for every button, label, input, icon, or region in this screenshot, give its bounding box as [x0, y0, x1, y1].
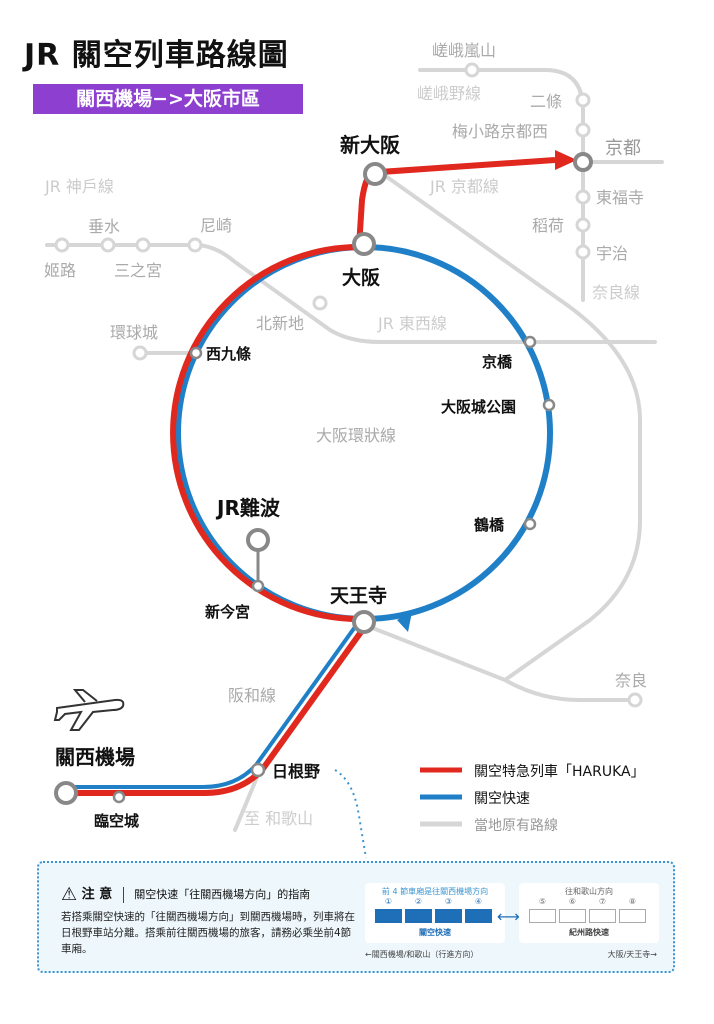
rear-cars-label: 往和歌山方向: [565, 887, 613, 896]
label-hanwa-line: 阪和線: [228, 686, 276, 705]
kyobashi-station: [523, 335, 537, 349]
split-arrow-icon: ⟷: [497, 907, 520, 926]
label-hineno: 日根野: [272, 762, 320, 781]
notice-callout-line: [334, 769, 367, 859]
label-jr-namba: JR難波: [215, 496, 281, 520]
car-number: ④: [474, 897, 483, 906]
train-car: [619, 909, 646, 923]
label-tennoji: 天王寺: [330, 585, 387, 607]
label-jr-kyoto-line: JR 京都線: [429, 177, 499, 196]
haruka-loop-line: [170, 244, 360, 622]
front-cars-label: 前 4 節車廂是往關西機場方向: [381, 887, 489, 896]
train-car: [405, 909, 432, 923]
label-shin-osaka: 新大阪: [340, 133, 401, 157]
label-osaka: 大阪: [342, 266, 381, 289]
osakajo-station: [542, 398, 556, 412]
label-rinku: 臨空城: [94, 812, 139, 830]
kanku-arrowhead: [397, 612, 412, 632]
notice-label: 注 意: [81, 887, 113, 902]
label-wakayama: 至 和歌山: [244, 809, 313, 828]
hineno-station: [250, 762, 266, 778]
direction-right: 大阪/天王寺→: [607, 950, 657, 959]
label-saga-line: 嵯峨野線: [417, 84, 481, 103]
label-osakajo: 大阪城公園: [441, 398, 516, 416]
existing-lines: [45, 68, 664, 832]
page-title: JR 關空列車路線圖: [24, 38, 289, 73]
train-car: [435, 909, 462, 923]
shin-osaka-station: [363, 162, 387, 186]
label-tsuruhashi: 鶴橋: [474, 516, 505, 534]
legend-existing-label: 當地原有路線: [474, 818, 558, 834]
car-number: ⑦: [598, 897, 607, 906]
train-car: [529, 909, 556, 923]
warning-icon: ⚠: [61, 884, 78, 905]
rear-car-numbers: ⑤ ⑥ ⑦ ⑧: [529, 897, 646, 906]
legend-kanku-label: 關空快速: [474, 791, 530, 807]
front-car-numbers: ① ② ③ ④: [375, 897, 492, 906]
label-sannomiya: 三之宮: [114, 261, 162, 280]
haruka-kyoto-segment: [379, 157, 556, 175]
airplane-icon: [53, 689, 125, 731]
label-tofukuji: 東福寺: [596, 188, 644, 207]
notice-heading: 關空快速「往關西機場方向」的指南: [134, 888, 311, 901]
label-nara-line: 奈良線: [592, 283, 640, 302]
legend-haruka-label: 關空特急列車「HARUKA」: [474, 763, 645, 780]
rear-train-name: 紀州路快速: [569, 928, 609, 937]
kansai-airport-station: [54, 781, 78, 805]
label-kansai-airport: 關西機場: [55, 745, 135, 769]
train-car: [589, 909, 616, 923]
kyoto-station: [573, 152, 593, 172]
label-kobe-line: JR 神戶線: [44, 177, 114, 196]
minor-stations: [112, 335, 556, 804]
label-kyoto: 京都: [605, 138, 641, 159]
label-universal: 環球城: [110, 323, 158, 342]
label-kitashinchi: 北新地: [256, 314, 304, 333]
label-loop-line: 大阪環狀線: [316, 426, 396, 445]
label-umekoji: 梅小路京都西: [452, 122, 548, 141]
existing-stations: [54, 62, 643, 708]
label-himeji: 姬路: [44, 261, 76, 280]
major-stations: [54, 152, 593, 805]
notice-text: 若搭乘關空快速的「往關西機場方向」到關西機場時，列車將在日根野車站分離。搭乘前往…: [61, 911, 355, 955]
front-cars-panel: 前 4 節車廂是往關西機場方向 ① ② ③ ④ 關空快速: [365, 883, 505, 943]
label-kyobashi: 京橋: [482, 353, 513, 371]
label-inari: 稻荷: [532, 216, 564, 235]
rinku-station: [112, 790, 126, 804]
label-nishikujo: 西九條: [206, 345, 252, 363]
rear-cars-panel: 往和歌山方向 ⑤ ⑥ ⑦ ⑧ 紀州路快速: [519, 883, 659, 943]
car-number: ⑧: [628, 897, 637, 906]
osaka-station: [352, 232, 376, 256]
nishikujo-station: [189, 346, 203, 360]
label-tarumi: 垂水: [88, 217, 120, 236]
tennoji-station: [352, 610, 376, 634]
tsuruhashi-station: [523, 517, 537, 531]
label-uji: 宇治: [596, 244, 628, 263]
car-number: ③: [444, 897, 453, 906]
train-car: [375, 909, 402, 923]
front-cars: [375, 909, 492, 923]
label-jr-tozai-line: JR 東西線: [377, 314, 447, 333]
rear-cars: [529, 909, 646, 923]
notice-header: ⚠ 注 意 關空快速「往關西機場方向」的指南: [61, 883, 310, 905]
notice-divider: [122, 886, 124, 903]
notice-box: ⚠ 注 意 關空快速「往關西機場方向」的指南 若搭乘關空快速的「往關西機場方向」…: [37, 861, 675, 973]
train-car: [465, 909, 492, 923]
jr-namba-station: [246, 528, 270, 552]
car-number: ②: [414, 897, 423, 906]
train-car: [559, 909, 586, 923]
label-amagasaki: 尼崎: [200, 216, 232, 235]
car-number: ①: [384, 897, 393, 906]
front-train-name: 關空快速: [419, 928, 451, 937]
car-number: ⑤: [538, 897, 547, 906]
direction-left: ←關西機場/和歌山（行進方向）: [365, 950, 479, 959]
haruka-arrowhead: [555, 150, 577, 170]
car-number: ⑥: [568, 897, 577, 906]
label-nara: 奈良: [615, 671, 647, 690]
label-saga-arashiyama: 嵯峨嵐山: [432, 41, 496, 60]
label-shin-imamiya: 新今宮: [205, 603, 250, 621]
label-nijo: 二條: [530, 92, 562, 111]
shin-imamiya-station: [251, 579, 265, 593]
route-subtitle: 關西機場−>大阪市區: [33, 84, 303, 114]
